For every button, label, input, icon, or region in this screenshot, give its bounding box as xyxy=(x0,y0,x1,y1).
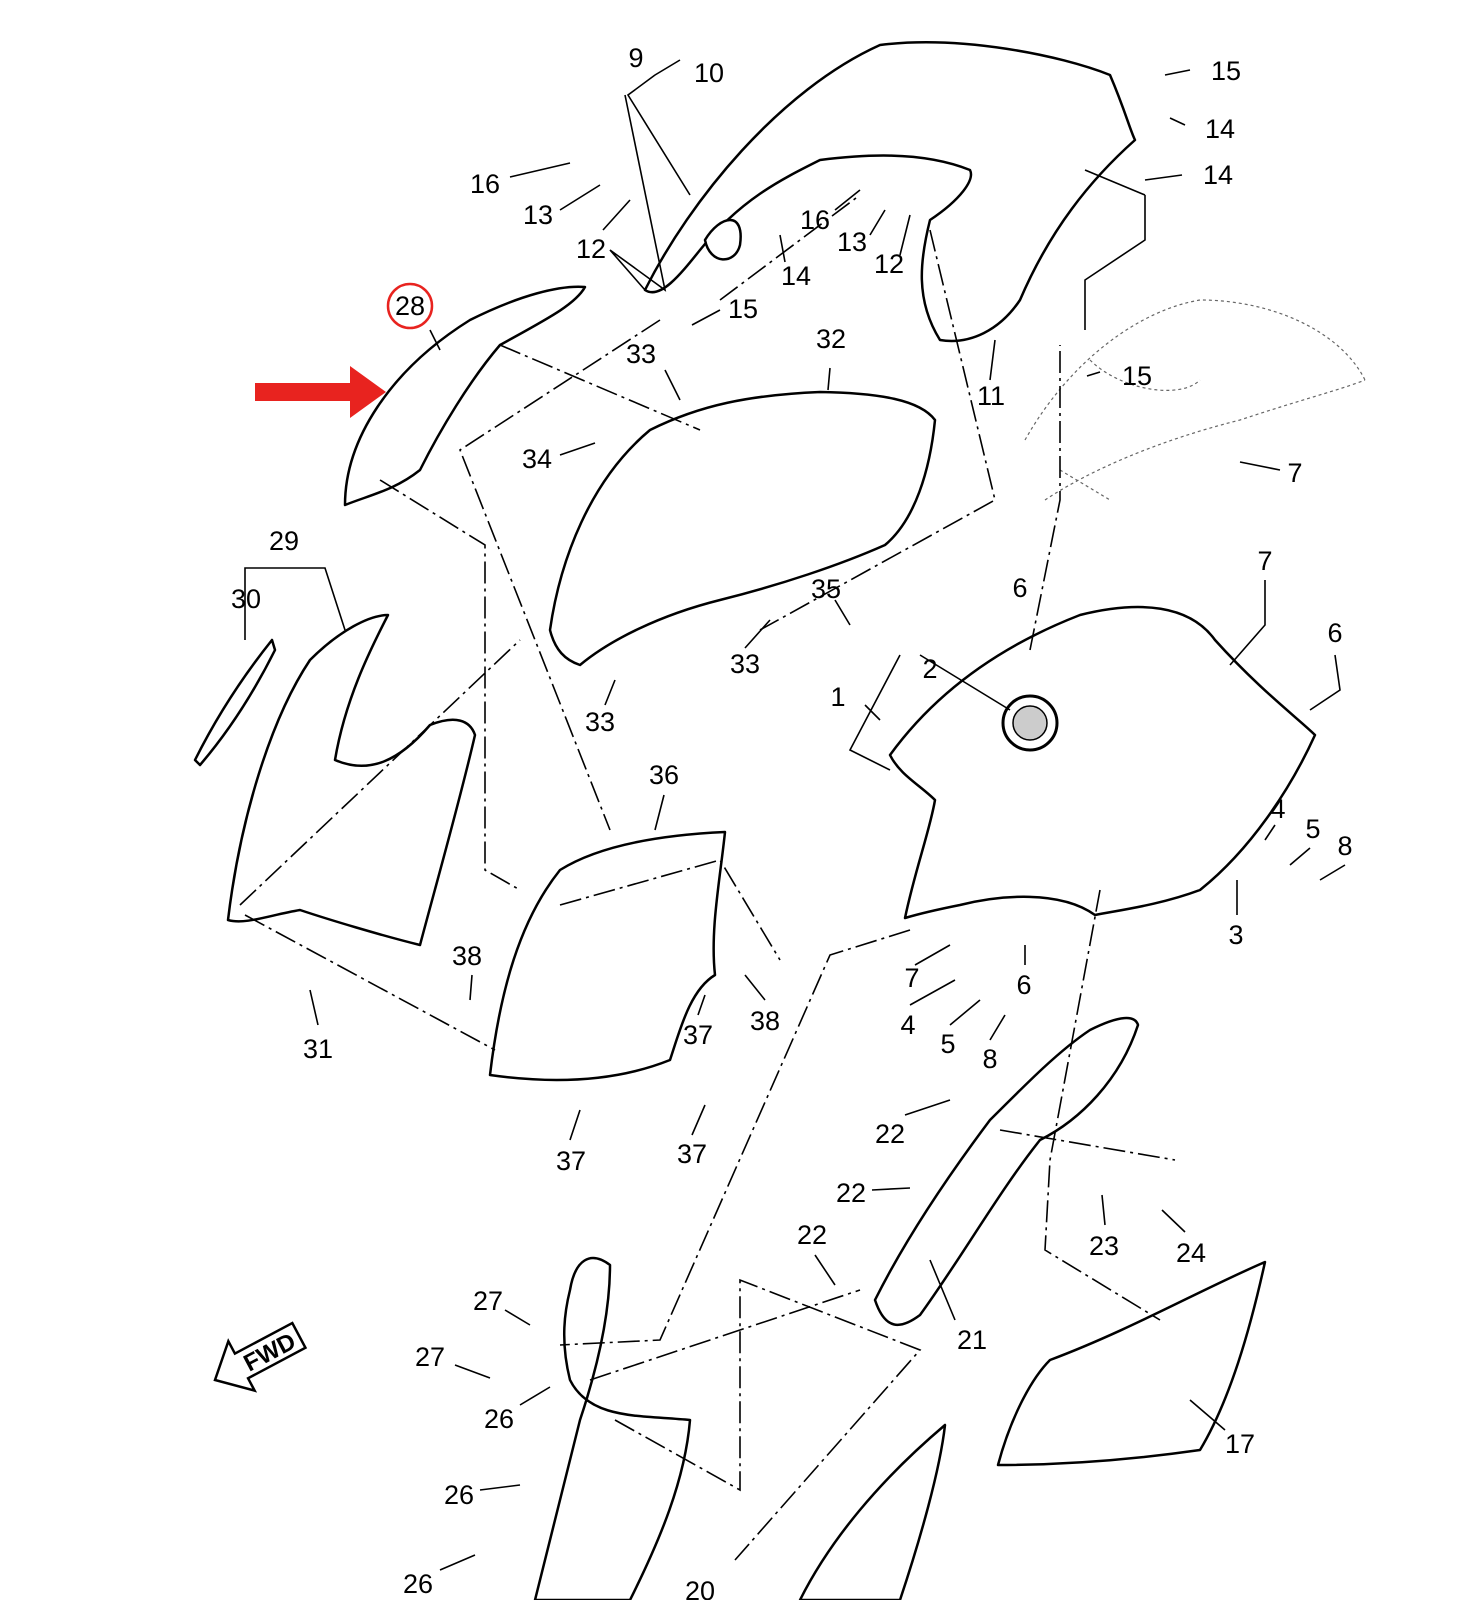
callout-17[interactable]: 17 xyxy=(1225,1429,1255,1459)
part-30-decal[interactable] xyxy=(193,638,277,767)
callout-16[interactable]: 16 xyxy=(470,169,500,199)
callout-21[interactable]: 21 xyxy=(957,1325,987,1355)
highlight-circle xyxy=(386,282,434,330)
callout-11[interactable]: 11 xyxy=(977,381,1005,411)
callout-22[interactable]: 22 xyxy=(875,1119,905,1149)
callout-5[interactable]: 5 xyxy=(940,1029,955,1059)
callout-15[interactable]: 15 xyxy=(728,294,758,324)
callout-36[interactable]: 36 xyxy=(649,760,679,790)
callout-13[interactable]: 13 xyxy=(523,200,553,230)
callout-26[interactable]: 26 xyxy=(484,1404,514,1434)
part-32-inner-panel[interactable] xyxy=(548,390,937,667)
part-29-side-cowl[interactable] xyxy=(226,613,477,947)
part-21-bracket[interactable] xyxy=(873,1016,1140,1327)
callout-37[interactable]: 37 xyxy=(683,1020,713,1050)
callout-16[interactable]: 16 xyxy=(800,205,830,235)
callout-14[interactable]: 14 xyxy=(781,261,811,291)
callout-labels: 9 10 15 14 14 16 13 16 13 12 12 14 28 15… xyxy=(231,43,1353,1600)
callout-10[interactable]: 10 xyxy=(694,58,724,88)
callout-15[interactable]: 15 xyxy=(1211,56,1241,86)
callout-3[interactable]: 3 xyxy=(1228,920,1243,950)
callout-31[interactable]: 31 xyxy=(303,1034,333,1064)
callout-4[interactable]: 4 xyxy=(900,1010,915,1040)
callout-7[interactable]: 7 xyxy=(1287,458,1302,488)
callout-26[interactable]: 26 xyxy=(403,1569,433,1599)
red-arrow-icon xyxy=(255,366,386,418)
callout-27[interactable]: 27 xyxy=(473,1286,503,1316)
callout-2[interactable]: 2 xyxy=(922,654,937,684)
callout-14[interactable]: 14 xyxy=(1205,114,1235,144)
part-2-emblem[interactable] xyxy=(1001,694,1059,752)
callout-37[interactable]: 37 xyxy=(677,1139,707,1169)
callout-32[interactable]: 32 xyxy=(816,324,846,354)
callout-24[interactable]: 24 xyxy=(1176,1238,1206,1268)
part-28-side-panel[interactable] xyxy=(343,285,587,507)
part-9-upper-cowl[interactable] xyxy=(643,41,1137,343)
callout-20[interactable]: 20 xyxy=(685,1576,715,1600)
callout-6[interactable]: 6 xyxy=(1012,573,1027,603)
callout-33[interactable]: 33 xyxy=(585,707,615,737)
part-9-inner xyxy=(703,218,742,261)
callout-35[interactable]: 35 xyxy=(811,574,841,604)
callout-23[interactable]: 23 xyxy=(1089,1231,1119,1261)
callout-26[interactable]: 26 xyxy=(444,1480,474,1510)
part-17-lower-cover[interactable] xyxy=(996,1260,1267,1467)
callout-4[interactable]: 4 xyxy=(1270,794,1285,824)
callout-1[interactable]: 1 xyxy=(830,682,845,712)
reference-frame-outline xyxy=(1024,299,1366,501)
callout-8[interactable]: 8 xyxy=(1337,831,1352,861)
callout-14[interactable]: 14 xyxy=(1203,160,1233,190)
callout-29[interactable]: 29 xyxy=(269,526,299,556)
callout-30[interactable]: 30 xyxy=(231,584,261,614)
leader-lines xyxy=(239,59,1346,1571)
callout-5[interactable]: 5 xyxy=(1305,814,1320,844)
callout-15[interactable]: 15 xyxy=(1122,361,1152,391)
callout-38[interactable]: 38 xyxy=(452,941,482,971)
callout-33[interactable]: 33 xyxy=(626,339,656,369)
callout-28[interactable]: 28 xyxy=(395,291,425,321)
part-1-tank-cover[interactable] xyxy=(888,605,1317,920)
callout-12[interactable]: 12 xyxy=(576,234,606,264)
callout-6[interactable]: 6 xyxy=(1327,618,1342,648)
grille-panel[interactable] xyxy=(533,1256,692,1600)
callout-33[interactable]: 33 xyxy=(730,649,760,679)
callout-38[interactable]: 38 xyxy=(750,1006,780,1036)
callout-22[interactable]: 22 xyxy=(797,1220,827,1250)
callout-7[interactable]: 7 xyxy=(1257,546,1272,576)
callout-13[interactable]: 13 xyxy=(837,227,867,257)
callout-12[interactable]: 12 xyxy=(874,249,904,279)
callout-22[interactable]: 22 xyxy=(836,1178,866,1208)
callout-9[interactable]: 9 xyxy=(628,43,643,73)
part-20-lower-panel[interactable] xyxy=(798,1423,947,1600)
part-36-lower-panel[interactable] xyxy=(488,830,727,1082)
callout-8[interactable]: 8 xyxy=(982,1044,997,1074)
fwd-arrow-icon: FWD xyxy=(213,1321,308,1393)
callout-7[interactable]: 7 xyxy=(904,963,919,993)
callout-37[interactable]: 37 xyxy=(556,1146,586,1176)
callout-6[interactable]: 6 xyxy=(1016,970,1031,1000)
callout-27[interactable]: 27 xyxy=(415,1342,445,1372)
callout-34[interactable]: 34 xyxy=(522,444,552,474)
